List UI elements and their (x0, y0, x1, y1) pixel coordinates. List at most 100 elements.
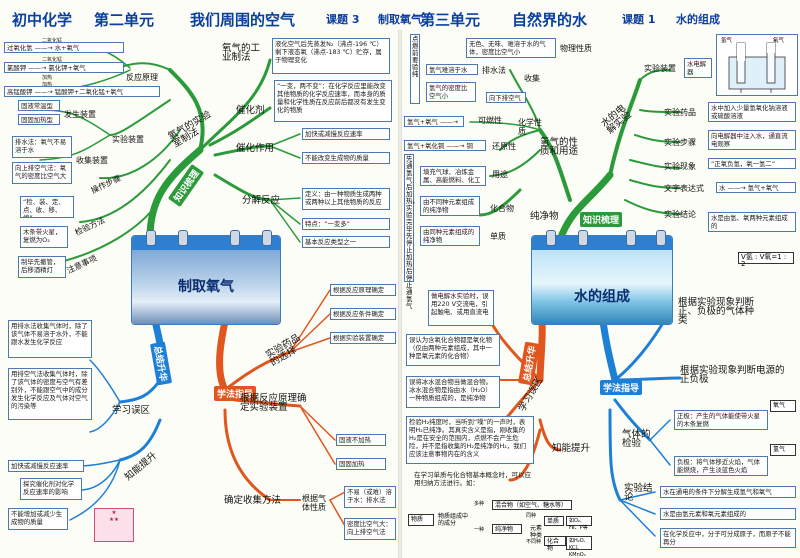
decomp-label: 分解反应 (242, 195, 281, 206)
cat-effect-b: 不能改变生成物的质量 (302, 152, 390, 164)
cls-compound: 化合物 (544, 536, 566, 552)
pure-label: 纯净物 (530, 211, 559, 222)
card-oxygen: 制取氧气 (132, 236, 280, 324)
eq2-catalyst: 二氧化锰 (42, 57, 63, 62)
left-mis-b: 用排空气法收集气体时，除了该气体的密度与空气有差别外，不能跟空气中的成分发生化学… (8, 368, 92, 420)
concl-a: 水在通电的条件下分解生成氢气和氧气 (660, 486, 796, 498)
left-lesson-name: 制取氧气 (378, 13, 422, 26)
cls-matter: 物质 (408, 514, 434, 526)
elec-note: 做电解水实验时，误用220 V交流电，引起触电、或用直流电 (428, 290, 494, 326)
device-label: 实验装置 (112, 135, 144, 144)
eq2-box: 氯酸钾 ——→ 氯化钾+氧气 (4, 62, 124, 73)
chem-label: 化学性质 (518, 118, 542, 136)
pos-text: 正极：产生的气体能使带火星的木条复燃 (674, 410, 768, 430)
cls-mixture: 混合物（如空气、糖水等） (492, 500, 572, 510)
drug-c: 根据实验装置确定 (330, 332, 396, 344)
pos-tag: 氧气 (770, 400, 796, 412)
cls-element-ex: 如O₂、Fe、P等 (566, 516, 592, 531)
device-label-r: 实验装置 (644, 64, 676, 73)
compound-text: 由不同种元素组成的纯净物 (420, 196, 480, 216)
cls-same: 同种 (526, 513, 537, 519)
cls-one: 一种 (474, 527, 485, 533)
right-mis-b: 误将冰水混合物当做混合物。冰水混合物是指由水（H₂O）一种物质组成的，是纯净物 (406, 376, 500, 408)
page-header: 初中化学 第二单元 我们周围的空气 课题 3 制取氧气 第三单元 自然界的水 课… (0, 6, 800, 32)
phys-label: 物理性质 (560, 44, 592, 53)
eq3-heat: 加热 (42, 82, 53, 87)
cat-effect-a: 加快或减慢反应速率 (302, 128, 390, 140)
concl-b: 水是由氢元素和氧元素组成的 (660, 508, 796, 520)
neg-text: 负极：将气体移近火焰，气体能燃烧，产生淡蓝色火焰 (674, 456, 768, 476)
card-water-title: 水的组成 (574, 289, 630, 305)
cls-mat-words: 物质组成中的成分 (438, 513, 469, 527)
word-eq-label: 文字表达式 (664, 184, 704, 193)
book-spine (398, 30, 402, 558)
card-oxygen-title: 制取氧气 (178, 279, 234, 295)
right-unit: 第三单元 (420, 10, 481, 29)
right-topic: 自然界的水 (512, 10, 588, 29)
eq3-box: 高锰酸钾 ——→ 锰酸钾+二氧化锰+氧气 (4, 86, 160, 97)
phenom-text: “正氧负氢，氧一氢二” (708, 158, 796, 169)
by-principle: 根据反应原理确定实验装置 (240, 393, 307, 413)
up-text: 在学习单质与化合物基本概念时，可以应用归纳方法进行。如： (414, 471, 531, 487)
drug-label-r: 实验药品 (664, 108, 696, 117)
check-text: 木条带火星，复燃为O₂ (20, 226, 68, 248)
bp-b: 固固加热 (336, 458, 386, 470)
eq1-catalyst: 二氧化锰 (42, 38, 63, 43)
phys-text: 无色、无味、难溶于水的气体，密度比空气小 (466, 38, 556, 58)
left-unit: 第二单元 (94, 10, 155, 29)
decomp-feat: 特点：“一变多” (302, 218, 390, 230)
concl-label: 实验结论 (624, 483, 653, 503)
gen-dev-label: 发生装置 (64, 110, 96, 119)
collect-a: 排水法：氧气不易溶于水 (12, 136, 72, 158)
chem-eq1: 氢气+氧气 ——→ 水 (404, 116, 464, 127)
decomp-def: 定义：由一种物质生成两种或两种以上其他物质的反应 (302, 188, 390, 210)
matter-classification: 物质 物质组成中的成分 混合物（如空气、糖水等） 纯净物 元素种类 单质 如O₂… (408, 496, 592, 558)
right-mis-c: 检验H₂纯度时，当听到“噗”的一声时，表明H₂已纯净。其真实含义是指，刚收集的H… (406, 416, 534, 464)
use-label: 用途 (492, 170, 508, 179)
word-eq-text: 水 ——→ 氢气+氧气 (716, 182, 796, 193)
left-mis-a: 用排水法收集气体时，除了该气体不易溶于水外，不能跟水发生化学反应 (8, 320, 92, 358)
element-text: 由同种元素组成的纯净物 (420, 226, 480, 246)
gas-test: 气体的检验 (622, 429, 651, 449)
phenom-label: 实验现象 (664, 162, 696, 171)
cat-effect-label: 催化作用 (236, 143, 275, 154)
eq1-box: 过氧化氢 ——→ 水+氧气 (4, 42, 124, 53)
hydrogen-label: 氢气的性质和用途 (540, 137, 579, 157)
steps-label-r: 实验步骤 (664, 138, 696, 147)
industry-text: 液化空气后先蒸发N₂（沸点-196 ℃）剩下液态氧（沸点-183 ℃）贮存，属于… (272, 38, 390, 74)
chem-eq2: 氢气+氧化铜 ——→ 铜+水 (404, 140, 486, 151)
left-up-a: 加快或减慢反应速率 (8, 460, 84, 472)
cls-many: 多种 (474, 501, 485, 507)
concl-c: 在化学反应中，分子可分成原子，而原子不能再分 (660, 528, 796, 548)
gp-a: 不易（或难）溶于水：排水法 (344, 486, 396, 508)
left-lesson: 课题 3 (326, 13, 360, 26)
chem-flam: 可燃性 (478, 116, 502, 125)
drug-text-r: 水中加入少量氢氧化钠溶液或硫酸溶液 (708, 102, 796, 122)
left-mislead: 学习误区 (112, 405, 151, 416)
collect-method: 确定收集方法 (224, 495, 282, 506)
catalyst-label: 催化剂 (236, 105, 265, 116)
gen-b: 固固加热型 (18, 114, 60, 125)
right-lesson-name: 水的组成 (676, 13, 720, 26)
collect-dev-label: 收集装置 (76, 156, 108, 165)
drug-a: 根据反应原理确定 (330, 284, 396, 296)
col-a: 氢气难溶于水 (426, 64, 478, 75)
right-hub-knowledge: 知识梳理 (580, 212, 623, 227)
left-up-c: 不能增加或减少生成物的质量 (8, 508, 68, 530)
concl-label-r: 实验结论 (664, 210, 696, 219)
catalyst-text: “一变，两不变”：在化学反应里能改变其他物质的化学反应速率，而本身的质量和化学性… (274, 80, 392, 122)
col-a2: 排水法 (482, 66, 506, 75)
electrolysis-apparatus: 氢气 氧气 (716, 34, 798, 96)
left-guide: 学法指导 (214, 386, 257, 401)
bp-a: 固液不加热 (336, 434, 386, 446)
eq2-heat: 加热 (42, 75, 53, 80)
steps-text: “检、装、定、点、收、移、熄” (20, 196, 74, 218)
tube-right-label: 氧气 (773, 38, 785, 44)
right-lesson: 课题 1 (622, 13, 656, 26)
cls-compound-ex: 如H₂O、KCl、KMnO₄等 (566, 536, 592, 558)
notice-text: 制毕先撤管，后移酒精灯 (18, 256, 66, 278)
right-mis-a: 误认为含氧化合物都是氧化物（仅由两种元素组成，其中一种是氧元素的化合物） (406, 334, 500, 366)
gas-prop: 根据气体性质 (302, 494, 326, 512)
element-label: 单质 (490, 232, 506, 241)
